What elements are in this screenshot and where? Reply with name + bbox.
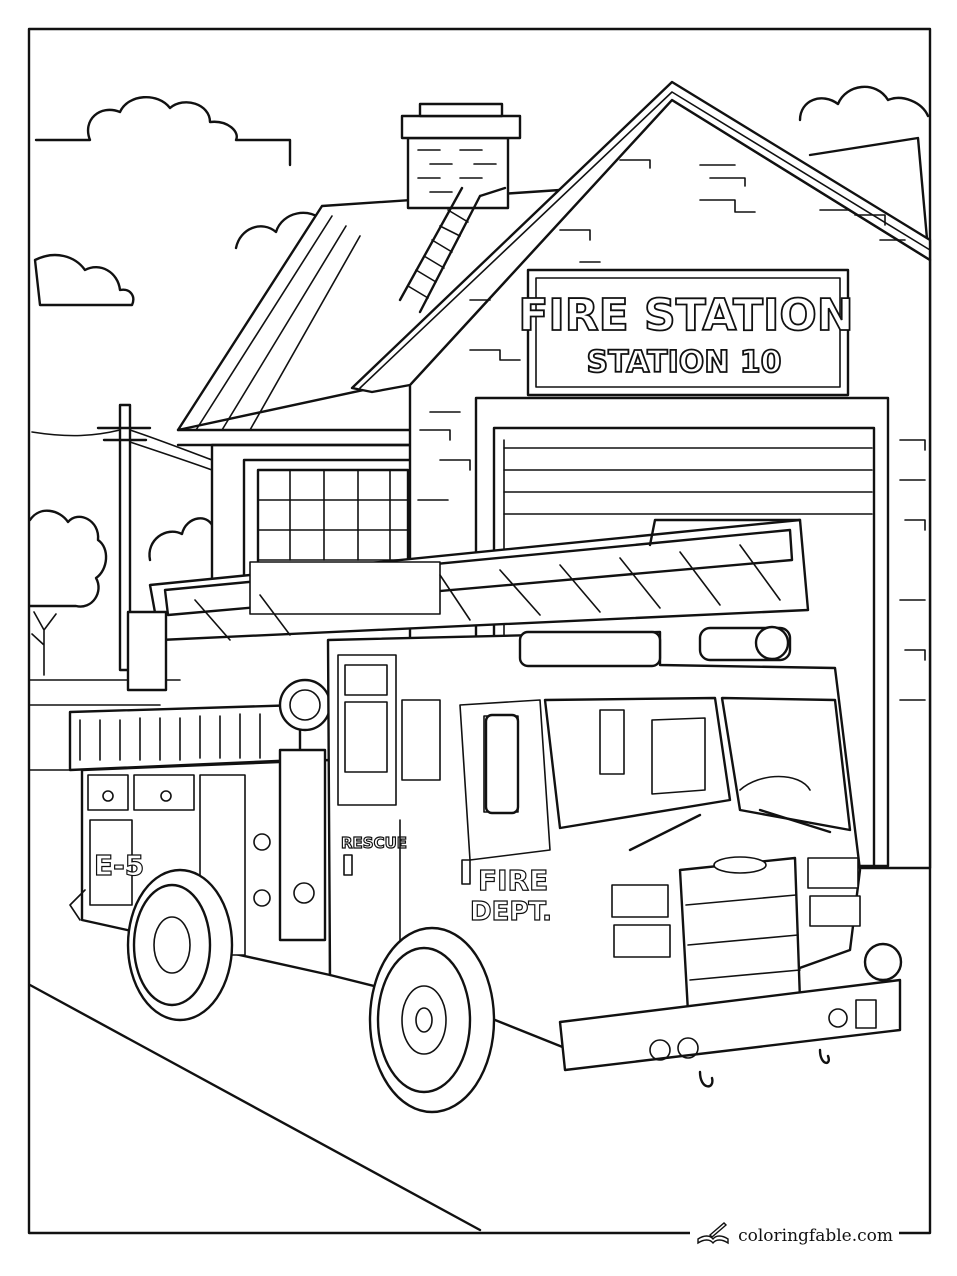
windshield <box>543 696 732 830</box>
rescue-label: RESCUE <box>341 834 407 852</box>
rear-wheel <box>126 868 234 1022</box>
background-trees <box>28 509 216 706</box>
sign-title: FIRE STATION <box>518 290 853 341</box>
watermark-site: coloringfable.com <box>738 1226 893 1246</box>
hose-reel <box>278 678 332 732</box>
side-mirror <box>484 713 520 815</box>
front-bumper <box>558 978 902 1072</box>
front-wheel <box>368 926 496 1114</box>
utility-pole <box>31 403 213 672</box>
door-line-2: DEPT. <box>470 897 552 927</box>
unit-number: E-5 <box>94 849 144 882</box>
station-sign <box>526 268 850 397</box>
fire-truck: E-5 RESCUE FIRE DEPT. <box>68 518 903 1114</box>
open-book-pencil-icon <box>696 1221 730 1251</box>
light-bar <box>518 630 662 668</box>
sign-subtitle: STATION 10 <box>586 345 781 380</box>
grille <box>678 856 802 1014</box>
watermark: coloringfable.com <box>690 1221 899 1251</box>
distant-roof <box>808 136 930 252</box>
door-line-1: FIRE <box>478 864 548 897</box>
aerial-ladder <box>148 518 810 642</box>
